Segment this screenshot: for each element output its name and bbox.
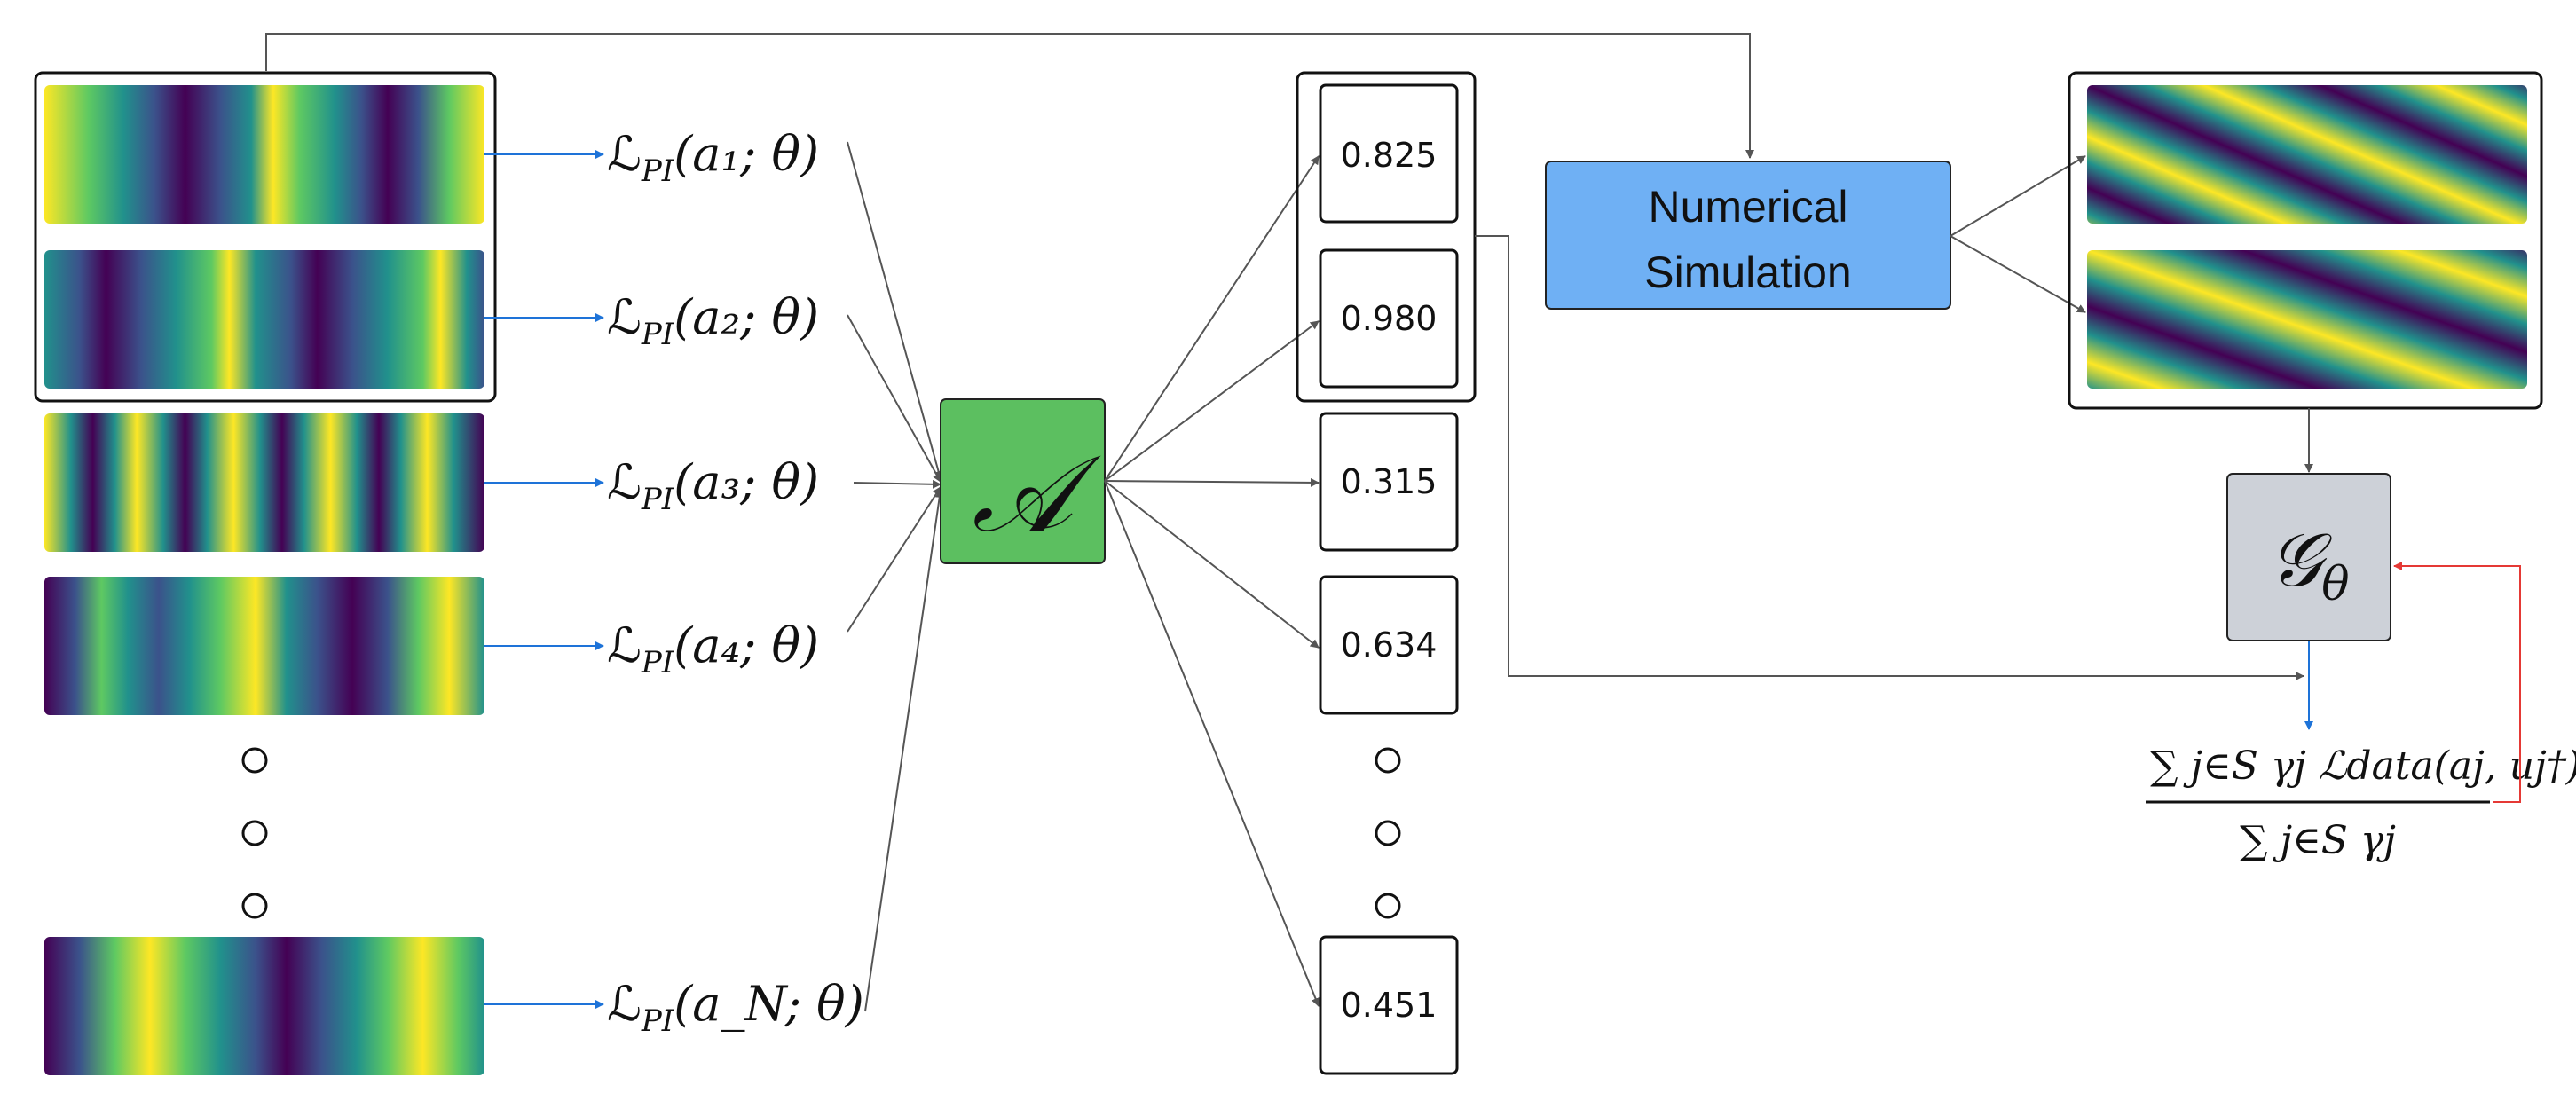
input-field-2 [44,250,484,389]
svg-text:0.980: 0.980 [1341,299,1438,338]
score-box-n: 0.451 [1319,935,1459,1075]
ellipsis-dot [1375,820,1401,846]
svg-text:0.634: 0.634 [1341,625,1438,665]
ellipsis-dot [1375,893,1401,919]
weighted-loss-numerator: ∑ j∈S γj ℒdata(aj, uj†) [2150,743,2576,789]
score-box-2: 0.980 [1319,248,1459,389]
input-to-simulation-connector [265,33,1754,159]
simulation-output-2 [2087,250,2527,389]
loss-label-1: ℒPI(a₁; θ) [607,126,819,189]
score-box-4: 0.634 [1319,575,1459,715]
acquisition-to-score-arrow [1104,480,1320,1007]
loss-to-acquisition-connector [853,479,941,489]
input-field-4 [44,577,484,715]
simulation-output-1 [2087,85,2527,224]
ellipsis-dot [241,893,268,919]
acquisition-to-score-arrow [1104,477,1320,487]
simulation-outputs-frame [2068,71,2543,410]
loss-to-acquisition-connector [847,486,941,633]
ellipsis-dot [1375,747,1401,774]
svg-text:0.451: 0.451 [1341,986,1438,1025]
svg-text:ℒPI(a₂; θ): ℒPI(a₂; θ) [607,289,819,352]
svg-text:ℒPI(a₁; θ): ℒPI(a₁; θ) [607,126,819,189]
svg-text:0.315: 0.315 [1341,462,1438,501]
scores-to-weighted-loss-connector [1475,235,2304,680]
acquisition-to-score-arrow [1104,155,1320,482]
loss-to-acquisition-connector [864,489,944,1012]
input-field-1 [44,85,484,224]
simulation-to-output-arrow [1950,235,2086,313]
loss-label-n: ℒPI(a_N; θ) [607,976,864,1039]
score-box-3: 0.315 [1319,412,1459,552]
simulation-to-output-arrow [1950,155,2086,237]
ellipsis-dot [241,747,268,774]
loss-label-4: ℒPI(a₄; θ) [607,617,819,680]
input-field-3 [44,413,484,552]
ellipsis-dot [241,820,268,846]
svg-text:ℒPI(a₄; θ): ℒPI(a₄; θ) [607,617,819,680]
weighted-loss-denominator: ∑ j∈S γj [2240,818,2396,863]
svg-text:ℒPI(a_N; θ): ℒPI(a_N; θ) [607,976,864,1039]
svg-text:ℒPI(a₃; θ): ℒPI(a₃; θ) [607,454,819,517]
loss-label-2: ℒPI(a₂; θ) [607,289,819,352]
selected-inputs-frame [34,71,497,403]
svg-text:0.825: 0.825 [1341,136,1438,175]
acquisition-to-score-arrow [1104,320,1320,482]
numerical-simulation-label: Numerical [1648,182,1847,232]
loss-to-acquisition-connector [847,314,941,483]
loss-to-acquisition-connector [847,141,943,480]
acquisition-to-score-arrow [1104,480,1320,649]
numerical-simulation-label-line2: Simulation [1644,248,1851,297]
input-field-n [44,937,484,1075]
score-box-1: 0.825 [1319,83,1459,224]
loss-feedback-connector [2393,562,2521,803]
weighted-data-loss: ∑ j∈S γj ℒdata(aj, uj†) ∑ j∈S γj [2146,743,2576,863]
loss-label-3: ℒPI(a₃; θ) [607,454,819,517]
